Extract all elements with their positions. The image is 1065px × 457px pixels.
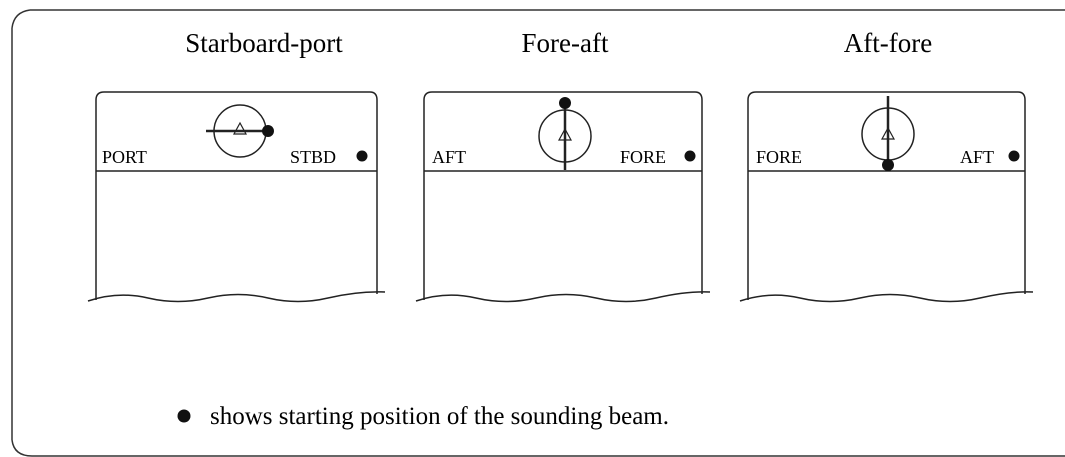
panel-aft-fore: Aft-fore FORE AFT [739, 28, 1034, 303]
screen-outline [423, 91, 703, 300]
screen-outline [95, 91, 378, 300]
fore-label: FORE [756, 147, 802, 167]
wavy-edge [87, 291, 386, 303]
start-position-dot [1008, 150, 1020, 162]
stbd-label: STBD [290, 147, 336, 167]
screen-outline [747, 91, 1026, 300]
ship-triangle-icon [557, 127, 573, 141]
legend-note: shows starting position of the sounding … [177, 403, 669, 430]
panel-title-starboard-port: Starboard-port [185, 28, 343, 58]
aft-label: AFT [432, 147, 466, 167]
panel-starboard-port: Starboard-port PORT STBD [87, 28, 386, 303]
start-position-dot [356, 150, 368, 162]
panel-title-aft-fore: Aft-fore [844, 28, 932, 58]
ship-triangle-icon [880, 126, 896, 140]
fore-label: FORE [620, 147, 666, 167]
panel-fore-aft: Fore-aft AFT FORE [415, 28, 711, 303]
port-label: PORT [102, 147, 147, 167]
beam-start-dot [559, 97, 571, 109]
ship-triangle-icon [232, 121, 248, 135]
wavy-edge [415, 291, 711, 303]
panel-title-fore-aft: Fore-aft [522, 28, 609, 58]
legend-dot-icon [177, 409, 191, 423]
beam-start-dot [882, 159, 894, 171]
legend-text: shows starting position of the sounding … [210, 403, 669, 430]
outer-frame [11, 9, 1065, 457]
beam-start-dot [262, 125, 274, 137]
wavy-edge [739, 291, 1034, 303]
aft-label: AFT [960, 147, 994, 167]
start-position-dot [684, 150, 696, 162]
